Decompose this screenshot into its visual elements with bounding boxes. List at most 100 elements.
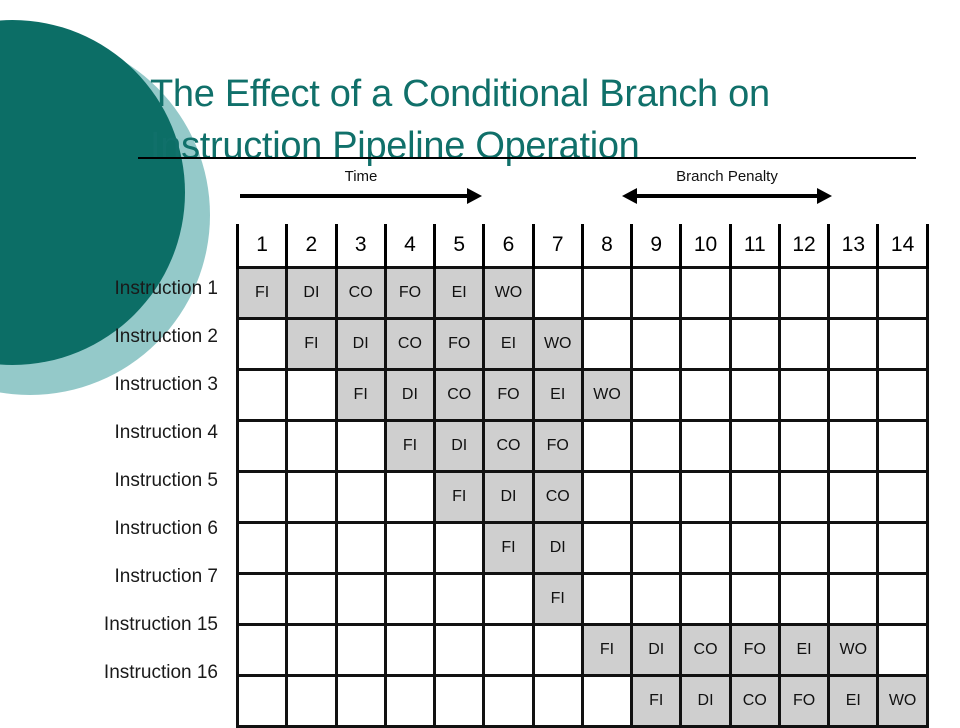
- pipeline-stage-cell: FO: [531, 419, 584, 473]
- pipeline-column-header: 11: [728, 224, 781, 268]
- pipeline-empty-cell: [876, 572, 929, 626]
- pipeline-stage-cell: DI: [482, 470, 535, 524]
- pipeline-empty-cell: [679, 572, 732, 626]
- branch-penalty-arrow-line: [636, 194, 818, 198]
- pipeline-empty-cell: [433, 623, 486, 677]
- instruction-row-label: Instruction 16: [103, 662, 218, 683]
- time-arrow-label: Time: [344, 168, 378, 185]
- instruction-row-label: Instruction 6: [114, 518, 219, 539]
- pipeline-stage-cell: DI: [630, 623, 683, 677]
- pipeline-column-header: 6: [482, 224, 535, 268]
- pipeline-empty-cell: [679, 521, 732, 575]
- pipeline-stage-cell: FO: [728, 623, 781, 677]
- pipeline-empty-cell: [482, 572, 535, 626]
- instruction-row-label: Instruction 2: [114, 326, 219, 347]
- pipeline-empty-cell: [235, 470, 289, 524]
- pipeline-empty-cell: [482, 623, 535, 677]
- pipeline-empty-cell: [777, 521, 831, 575]
- pipeline-empty-cell: [580, 572, 634, 626]
- table-row: FI: [235, 572, 929, 626]
- pipeline-empty-cell: [285, 368, 338, 422]
- pipeline-empty-cell: [777, 572, 831, 626]
- pipeline-stage-cell: FO: [433, 317, 486, 371]
- pipeline-empty-cell: [285, 572, 338, 626]
- pipeline-empty-cell: [580, 674, 634, 728]
- pipeline-empty-cell: [728, 317, 781, 371]
- pipeline-empty-cell: [334, 572, 387, 626]
- pipeline-empty-cell: [383, 674, 437, 728]
- pipeline-empty-cell: [235, 521, 289, 575]
- pipeline-stage-cell: CO: [334, 266, 387, 320]
- pipeline-empty-cell: [285, 674, 338, 728]
- pipeline-empty-cell: [580, 470, 634, 524]
- pipeline-empty-cell: [334, 470, 387, 524]
- pipeline-empty-cell: [285, 521, 338, 575]
- pipeline-empty-cell: [334, 419, 387, 473]
- pipeline-empty-cell: [827, 368, 880, 422]
- pipeline-empty-cell: [777, 317, 831, 371]
- pipeline-empty-cell: [876, 266, 929, 320]
- page-title: The Effect of a Conditional Branch on In…: [150, 68, 920, 172]
- pipeline-empty-cell: [630, 521, 683, 575]
- pipeline-stage-cell: DI: [383, 368, 437, 422]
- pipeline-empty-cell: [334, 521, 387, 575]
- pipeline-stage-cell: CO: [482, 419, 535, 473]
- pipeline-stage-cell: FI: [433, 470, 486, 524]
- pipeline-empty-cell: [630, 470, 683, 524]
- pipeline-empty-cell: [777, 368, 831, 422]
- pipeline-stage-cell: FI: [482, 521, 535, 575]
- pipeline-empty-cell: [679, 317, 732, 371]
- pipeline-empty-cell: [679, 470, 732, 524]
- pipeline-stage-cell: EI: [827, 674, 880, 728]
- page-title-line-2: Instruction Pipeline Operation: [150, 125, 640, 168]
- pipeline-empty-cell: [531, 266, 584, 320]
- pipeline-column-header: 1: [235, 224, 289, 268]
- pipeline-stage-cell: WO: [580, 368, 634, 422]
- pipeline-empty-cell: [827, 470, 880, 524]
- pipeline-column-header: 8: [580, 224, 634, 268]
- pipeline-empty-cell: [827, 419, 880, 473]
- pipeline-stage-cell: FI: [235, 266, 289, 320]
- pipeline-stage-cell: WO: [531, 317, 584, 371]
- pipeline-column-header: 4: [383, 224, 437, 268]
- pipeline-empty-cell: [728, 470, 781, 524]
- pipeline-stage-cell: DI: [285, 266, 338, 320]
- pipeline-empty-cell: [777, 470, 831, 524]
- pipeline-empty-cell: [728, 419, 781, 473]
- pipeline-empty-cell: [876, 317, 929, 371]
- pipeline-empty-cell: [728, 368, 781, 422]
- page-title-line-1: The Effect of a Conditional Branch on: [150, 73, 770, 116]
- pipeline-stage-cell: FI: [383, 419, 437, 473]
- pipeline-column-header: 12: [777, 224, 831, 268]
- time-arrow-head-right-icon: [467, 188, 482, 204]
- branch-penalty-arrow-head-right-icon: [817, 188, 832, 204]
- pipeline-empty-cell: [531, 674, 584, 728]
- pipeline-stage-cell: FI: [630, 674, 683, 728]
- pipeline-stage-cell: EI: [433, 266, 486, 320]
- pipeline-column-header: 13: [827, 224, 880, 268]
- instruction-row-label: Instruction 5: [114, 470, 219, 491]
- pipeline-empty-cell: [285, 470, 338, 524]
- pipeline-empty-cell: [285, 419, 338, 473]
- pipeline-empty-cell: [383, 623, 437, 677]
- pipeline-empty-cell: [383, 521, 437, 575]
- pipeline-empty-cell: [876, 623, 929, 677]
- pipeline-empty-cell: [334, 674, 387, 728]
- pipeline-empty-cell: [630, 368, 683, 422]
- instruction-row-label: Instruction 7: [114, 566, 219, 587]
- pipeline-stage-cell: FO: [777, 674, 831, 728]
- pipeline-stage-cell: WO: [482, 266, 535, 320]
- pipeline-empty-cell: [876, 470, 929, 524]
- pipeline-stage-cell: EI: [482, 317, 535, 371]
- pipeline-empty-cell: [630, 266, 683, 320]
- pipeline-stage-cell: FI: [531, 572, 584, 626]
- pipeline-stage-cell: FI: [334, 368, 387, 422]
- pipeline-column-header: 2: [285, 224, 338, 268]
- pipeline-stage-cell: WO: [827, 623, 880, 677]
